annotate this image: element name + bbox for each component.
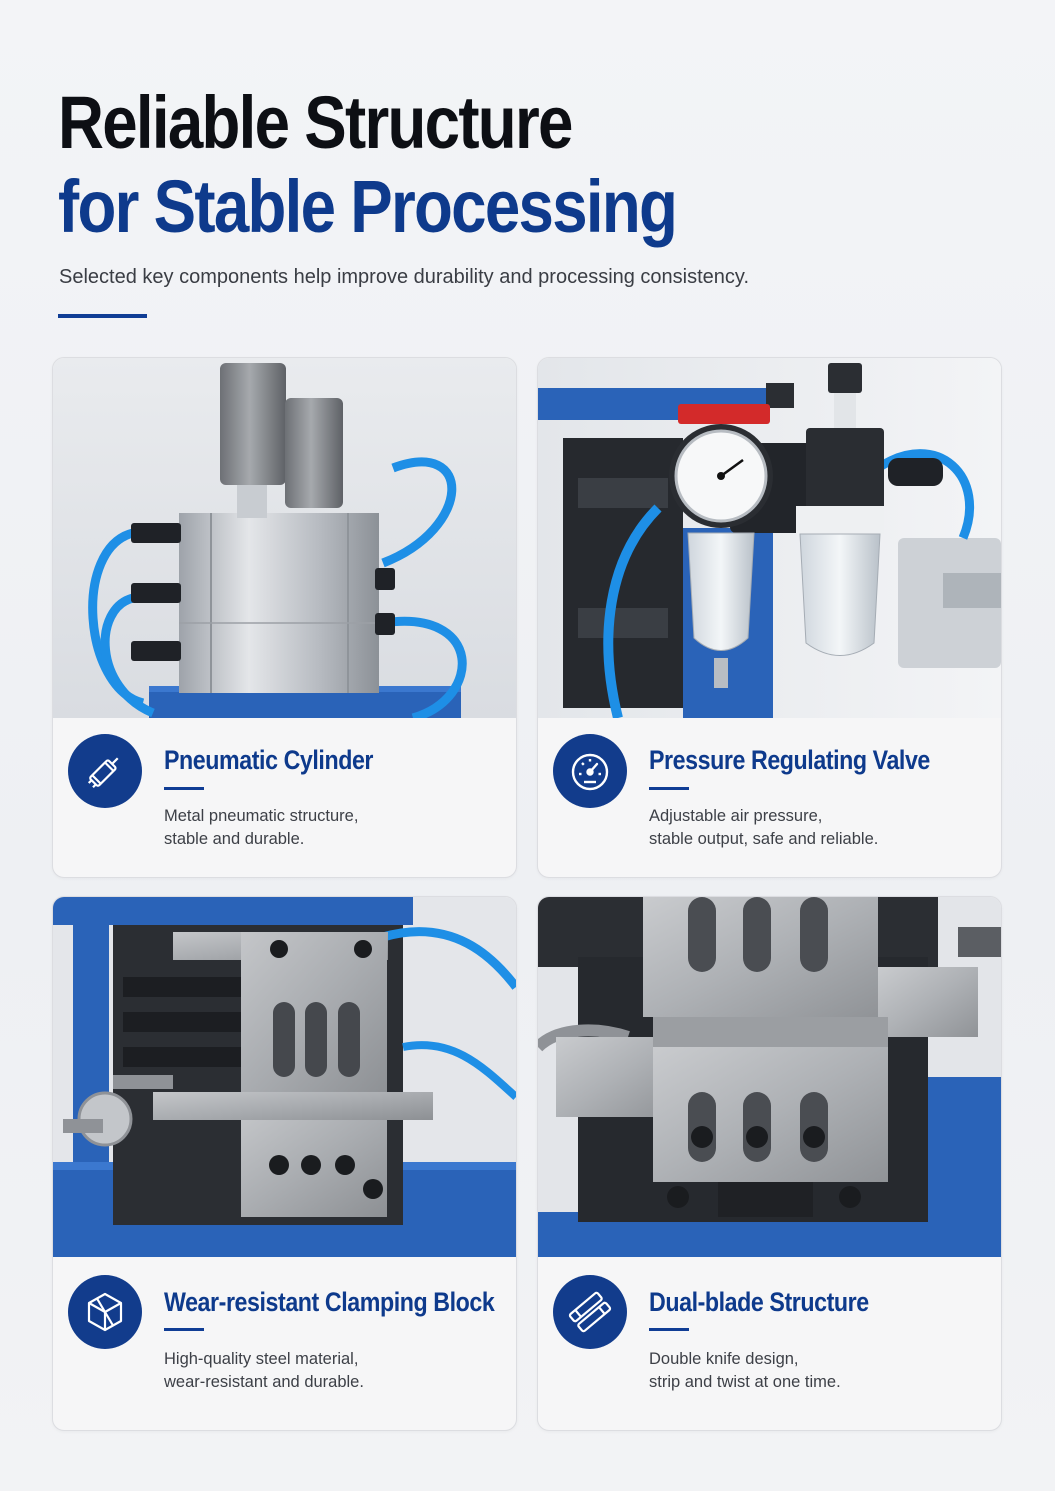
feature-description-line: stable output, safe and reliable. bbox=[649, 830, 879, 848]
feature-description-line: High-quality steel material, bbox=[164, 1350, 359, 1368]
page-title-line2: for Stable Processing bbox=[58, 165, 678, 248]
feature-badge bbox=[553, 734, 627, 808]
pressure-valve-photo bbox=[538, 358, 1001, 718]
feature-card-pneumatic-cylinder: Pneumatic Cylinder Metal pneumatic struc… bbox=[52, 357, 517, 878]
feature-description-line: Metal pneumatic structure, bbox=[164, 807, 359, 825]
title-divider bbox=[58, 314, 147, 318]
feature-badge bbox=[68, 1275, 142, 1349]
cube-icon bbox=[87, 1292, 123, 1332]
feature-name-divider bbox=[649, 1328, 689, 1331]
feature-badge bbox=[68, 734, 142, 808]
feature-description: High-quality steel material, wear-resist… bbox=[164, 1348, 364, 1394]
feature-name: Pneumatic Cylinder bbox=[164, 745, 374, 775]
cylinder-icon bbox=[87, 757, 119, 789]
feature-card-pressure-valve: Pressure Regulating Valve Adjustable air… bbox=[537, 357, 1002, 878]
feature-name: Pressure Regulating Valve bbox=[649, 745, 930, 775]
feature-name-divider bbox=[164, 1328, 204, 1331]
dual-blade-photo bbox=[538, 897, 1001, 1257]
feature-name: Wear-resistant Clamping Block bbox=[164, 1287, 495, 1317]
feature-description: Adjustable air pressure, stable output, … bbox=[649, 805, 878, 851]
clamping-block-photo bbox=[53, 897, 516, 1257]
page-subtitle: Selected key components help improve dur… bbox=[59, 266, 749, 288]
feature-name-divider bbox=[164, 787, 204, 790]
feature-description-line: strip and twist at one time. bbox=[649, 1373, 841, 1391]
feature-card-clamping-block: Wear-resistant Clamping Block High-quali… bbox=[52, 896, 517, 1431]
feature-description: Metal pneumatic structure, stable and du… bbox=[164, 805, 358, 851]
page-title-line1: Reliable Structure bbox=[58, 81, 573, 164]
blades-icon bbox=[568, 1291, 612, 1333]
feature-description-line: wear-resistant and durable. bbox=[164, 1373, 364, 1391]
feature-name-divider bbox=[649, 787, 689, 790]
feature-description-line: Adjustable air pressure, bbox=[649, 807, 823, 825]
pneumatic-cylinder-photo bbox=[53, 358, 516, 718]
feature-description: Double knife design, strip and twist at … bbox=[649, 1348, 841, 1394]
feature-description-line: Double knife design, bbox=[649, 1350, 799, 1368]
feature-name: Dual-blade Structure bbox=[649, 1287, 869, 1317]
feature-description-line: stable and durable. bbox=[164, 830, 305, 848]
feature-card-dual-blade: Dual-blade Structure Double knife design… bbox=[537, 896, 1002, 1431]
feature-badge bbox=[553, 1275, 627, 1349]
gauge-icon bbox=[571, 753, 609, 791]
